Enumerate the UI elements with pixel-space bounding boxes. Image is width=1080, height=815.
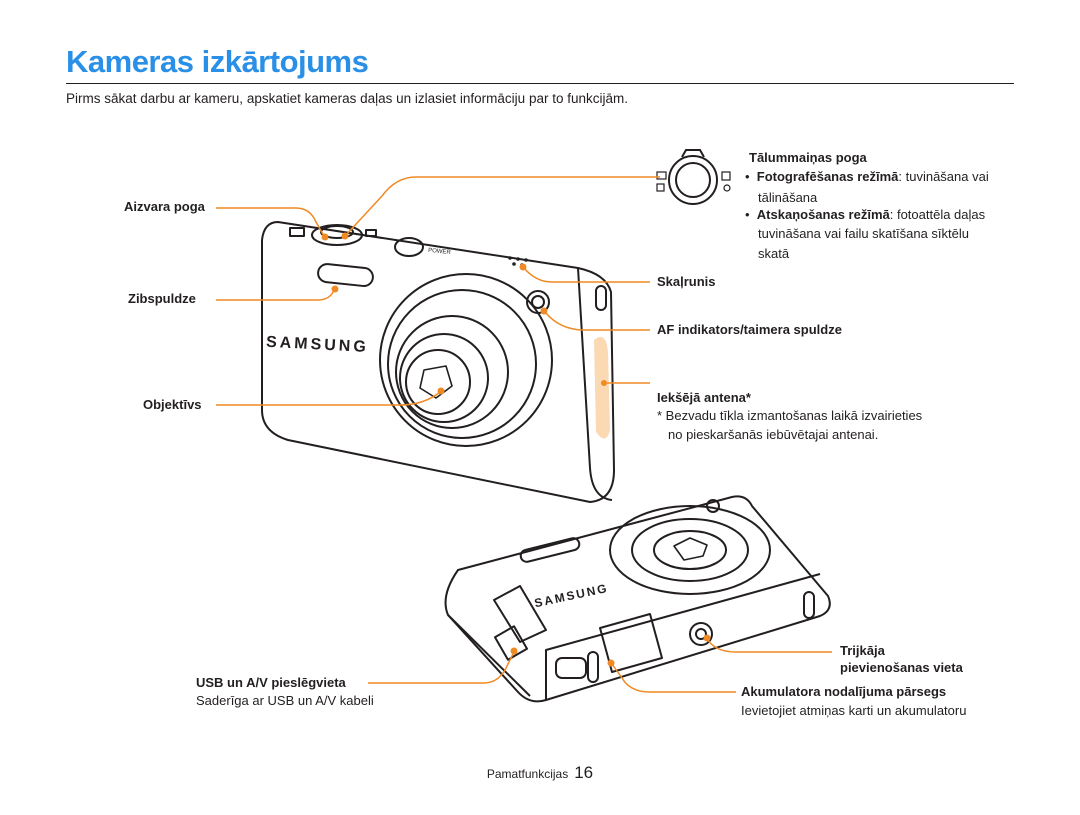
footer-section: Pamatfunkcijas bbox=[486, 767, 569, 781]
antenna-note-1: * Bezvadu tīkla izmantošanas laikā izvai… bbox=[657, 408, 923, 423]
label-speaker: Skaļrunis bbox=[657, 274, 716, 289]
label-flash: Zibspuldze bbox=[128, 291, 196, 306]
antenna-area bbox=[594, 336, 610, 439]
antenna-note-2: no pieskaršanās iebūvētajai antenai. bbox=[668, 427, 879, 442]
power-button bbox=[394, 237, 424, 257]
label-lens: Objektīvs bbox=[143, 397, 202, 412]
label-usb: USB un A/V pieslēgvieta bbox=[196, 675, 346, 690]
tripod-socket bbox=[689, 622, 713, 646]
intro-text: Pirms sākat darbu ar kameru, apskatiet k… bbox=[66, 91, 628, 106]
label-shutter: Aizvara poga bbox=[124, 199, 205, 214]
page-number: 16 bbox=[574, 763, 594, 782]
leader-battery bbox=[611, 663, 736, 693]
leader-zoom bbox=[344, 176, 660, 237]
zoom-bullet-1-cont: tālināšana bbox=[758, 190, 818, 205]
leader-speaker bbox=[523, 267, 650, 283]
page-title: Kameras izkārtojums bbox=[66, 44, 369, 79]
leader-flash bbox=[216, 289, 335, 301]
zoom-bullet-2: • Atskaņošanas režīmā: fotoattēla daļas bbox=[745, 207, 986, 222]
camera-brand-front: SAMSUNG bbox=[266, 334, 370, 356]
camera-rear-body bbox=[444, 495, 831, 703]
lens-outer bbox=[379, 273, 553, 447]
label-tripod-1: Trijkāja bbox=[840, 643, 885, 658]
flash-window bbox=[317, 263, 374, 287]
leader-usb bbox=[368, 651, 515, 684]
label-zoom: Tālummaiņas poga bbox=[749, 150, 867, 165]
leader-shutter bbox=[216, 207, 325, 237]
camera-brand-back: SAMSUNG bbox=[533, 581, 610, 610]
label-tripod-2: pievienošanas vieta bbox=[840, 660, 963, 675]
label-antenna: Iekšējā antena* bbox=[657, 390, 751, 405]
zoom-bullet-2-cont-1: tuvināšana vai failu skatīšana sīktēlu bbox=[758, 226, 970, 241]
zoom-bullet-2-cont-2: skatā bbox=[758, 246, 790, 261]
battery-note: Ievietojiet atmiņas karti un akumulatoru bbox=[741, 703, 967, 718]
camera-front-body bbox=[261, 221, 615, 503]
label-battery-cover: Akumulatora nodalījuma pārsegs bbox=[741, 684, 947, 699]
page-footer: Pamatfunkcijas 16 bbox=[0, 763, 1080, 783]
zoom-lever bbox=[668, 155, 718, 205]
label-af-lamp: AF indikators/taimera spuldze bbox=[657, 322, 842, 337]
power-label: POWER bbox=[428, 248, 452, 256]
lens-aperture bbox=[419, 365, 453, 399]
title-rule bbox=[66, 83, 1014, 84]
leader-af bbox=[544, 311, 650, 331]
zoom-bullet-1: • Fotografēšanas režīmā: tuvināšana vai bbox=[745, 169, 989, 184]
usb-note: Saderīga ar USB un A/V kabeli bbox=[196, 693, 374, 708]
leader-lens bbox=[216, 391, 441, 406]
leader-tripod bbox=[707, 639, 832, 653]
